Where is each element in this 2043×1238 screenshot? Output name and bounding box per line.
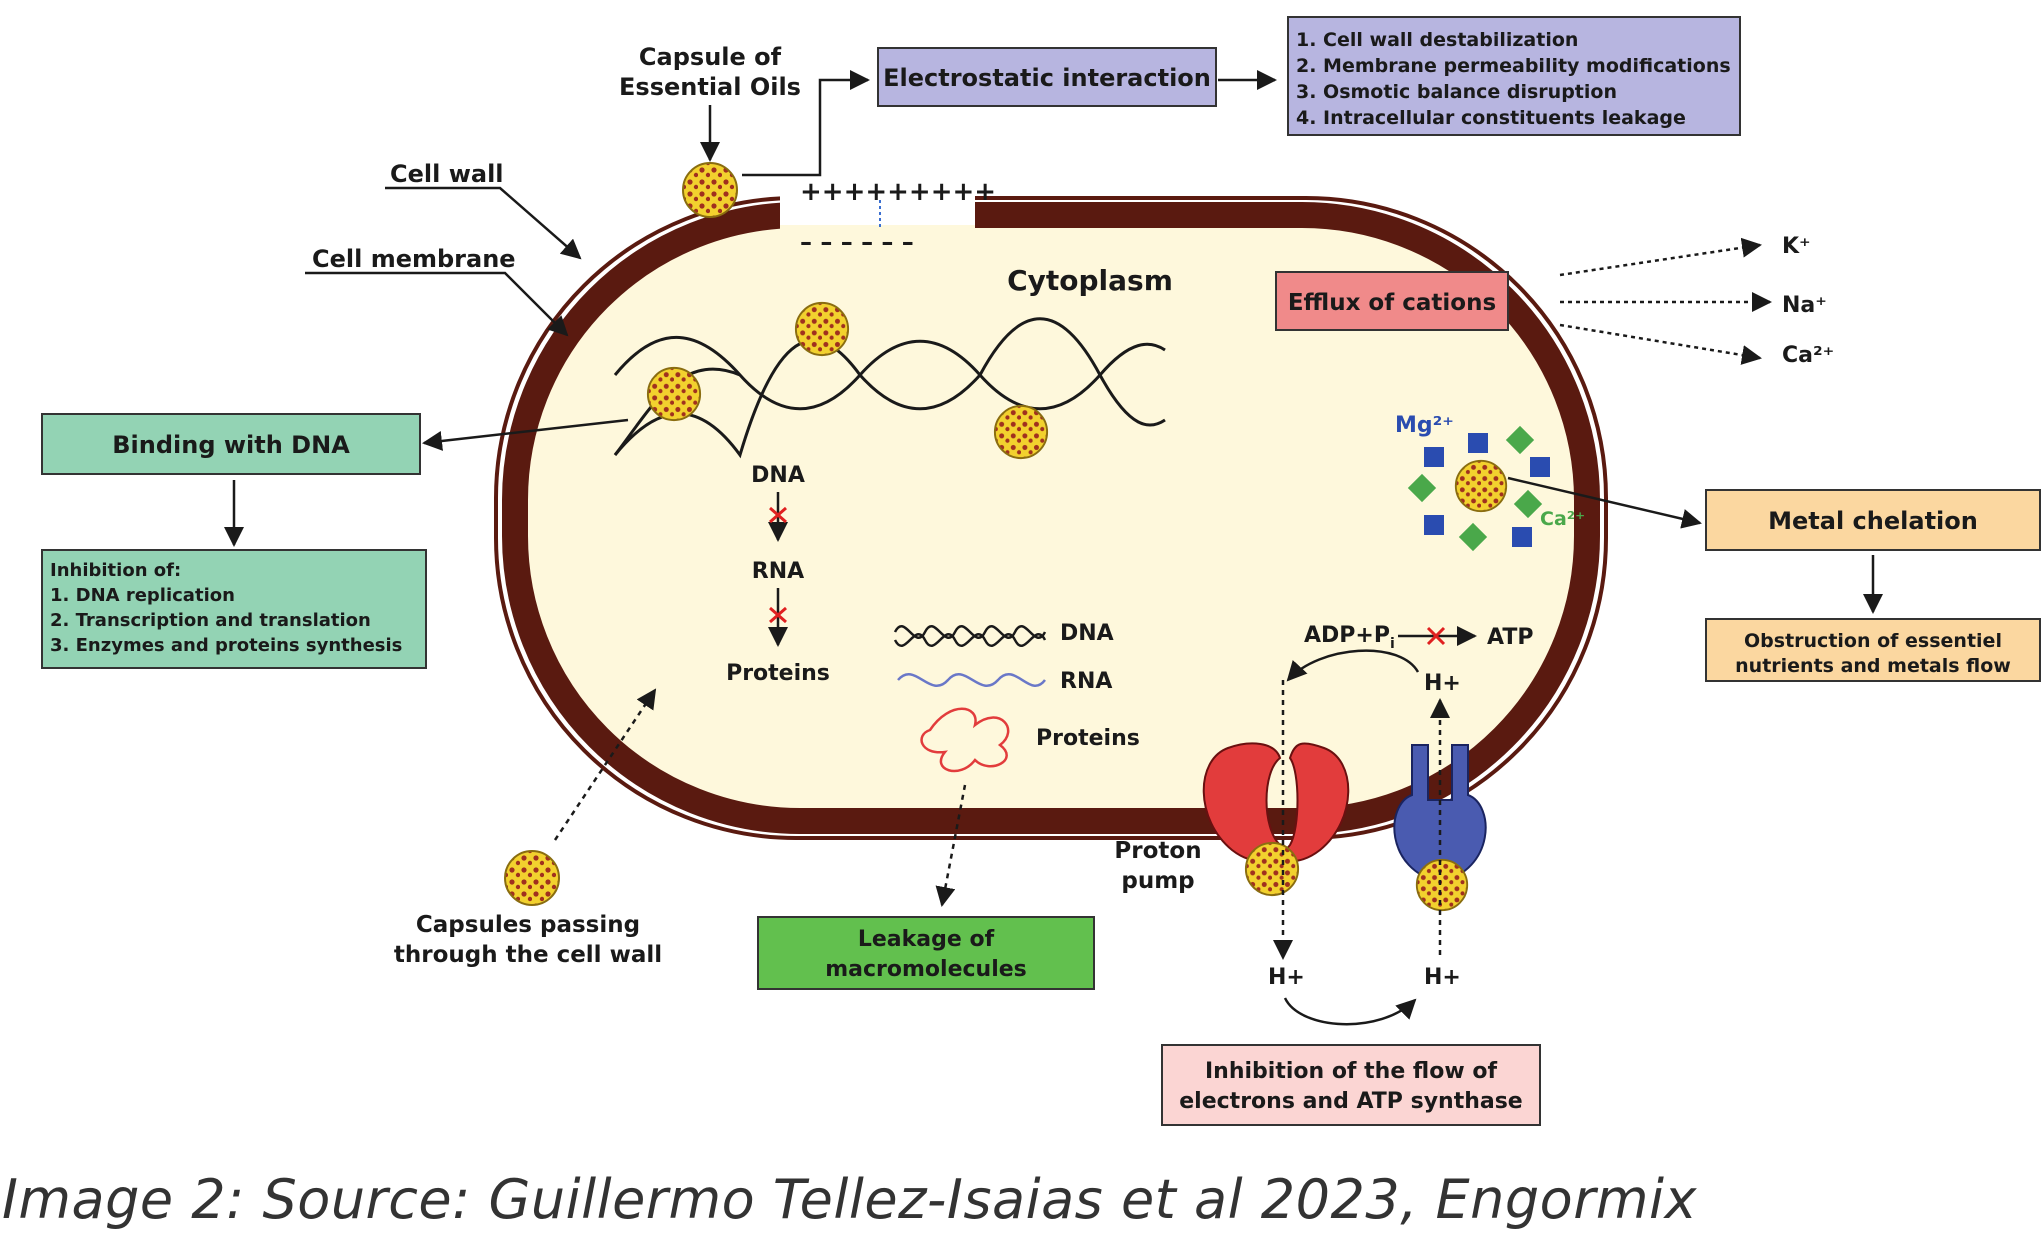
leakage-arrow [935, 784, 967, 907]
cation-ca: Ca²⁺ [1782, 343, 1834, 368]
capsule-chelation-icon [1454, 459, 1508, 513]
block-cross-icon [769, 506, 787, 524]
block-cross-icon [1426, 626, 1446, 646]
capsule-to-electrostatic-arrow [742, 70, 870, 177]
minus-signs: – – – – – – [800, 228, 914, 256]
metal-ions-cluster [1407, 425, 1550, 552]
macro-rna-label: RNA [1060, 669, 1112, 694]
diagram-canvas: +++++++++ – – – – – – Capsule of Essenti… [41, 16, 2041, 1126]
k-arrow [1559, 237, 1762, 277]
h-plus-top: H+ [1424, 671, 1461, 696]
obstruction-box [1705, 618, 2041, 682]
proton-pump-label-1: Proton [1114, 838, 1201, 864]
cell-body [494, 185, 1608, 840]
mg-label: Mg²⁺ [1395, 413, 1454, 438]
macro-dna-label: DNA [1060, 621, 1114, 646]
efflux-box [1275, 271, 1509, 331]
capsules-passing-label-2: through the cell wall [394, 942, 662, 968]
cell-membrane [502, 202, 1600, 834]
electrostatic-label: Electrostatic interaction [883, 64, 1211, 92]
cytoplasm-label: Cytoplasm [1007, 264, 1173, 297]
adp-label: ADP+Pi [1304, 623, 1395, 652]
plus-signs: +++++++++ [800, 177, 996, 207]
effect-3: 3. Osmotic balance disruption [1296, 81, 1617, 103]
atp-label: ATP [1487, 625, 1533, 650]
proton-pump-label-2: pump [1121, 868, 1194, 894]
binding-dna-label: Binding with DNA [112, 431, 350, 459]
inhibition-flow-label-2: electrons and ATP synthase [1179, 1089, 1522, 1114]
macro-protein-label: Proteins [1036, 726, 1140, 751]
obstruction-label-1: Obstruction of essentiel [1744, 630, 2002, 652]
cell-wall-pointer [385, 186, 582, 260]
capsule-synthase-icon [1415, 858, 1469, 912]
cell-membrane-label: Cell membrane [312, 245, 516, 273]
binding-dna-box [41, 413, 421, 475]
chelation-arrow [1507, 476, 1702, 529]
capsule-dna-1 [646, 366, 702, 422]
inhibition-box [41, 549, 427, 669]
capsules-passing-label-1: Capsules passing [416, 912, 640, 938]
central-rna-label: RNA [752, 559, 804, 584]
h-plus-bottom-arrow [1283, 997, 1417, 1026]
h-plus-bottom-left: H+ [1268, 965, 1305, 990]
inhibition-flow-label-1: Inhibition of the flow of [1205, 1059, 1497, 1084]
leakage-box [757, 916, 1095, 990]
cell-wall-outer [494, 196, 1608, 840]
h-plus-bottom-right: H+ [1424, 965, 1461, 990]
cation-k: K⁺ [1782, 234, 1811, 259]
electrostatic-box [877, 47, 1217, 107]
inhibition-title: Inhibition of: [50, 560, 181, 581]
central-protein-label: Proteins [726, 661, 830, 686]
capsule-passing-icon [504, 850, 560, 906]
h-plus-curve-arrow [1286, 649, 1420, 682]
leakage-label-1: Leakage of [858, 927, 995, 952]
leakage-label-2: macromolecules [825, 957, 1027, 982]
cell-wall-label: Cell wall [390, 160, 504, 188]
capsule-label-1: Capsule of [639, 43, 782, 71]
capsule-pump-icon [1244, 841, 1300, 897]
block-cross-icon [769, 606, 787, 624]
obstruction-label-2: nutrients and metals flow [1735, 655, 2011, 677]
efflux-label: Efflux of cations [1288, 290, 1496, 316]
effect-1: 1. Cell wall destabilization [1296, 29, 1578, 51]
cation-na: Na⁺ [1782, 293, 1827, 318]
image-caption: Image 2: Source: Guillermo Tellez-Isaias… [2, 1168, 1697, 1231]
cell-membrane-pointer [305, 271, 569, 337]
capsule-dna-2 [794, 301, 850, 357]
macro-dna-icon-strand [893, 632, 1047, 648]
macro-protein-icon [920, 707, 1010, 773]
capsule-passing-arrow [553, 688, 657, 841]
inhibition-item-1: 1. DNA replication [50, 585, 235, 606]
capsule-top-icon [682, 162, 738, 218]
ca-green-label: Ca²⁺ [1540, 508, 1585, 530]
metal-chelation-box [1705, 489, 2041, 551]
effect-4: 4. Intracellular constituents leakage [1296, 107, 1686, 129]
macro-rna-icon [897, 673, 1046, 687]
dna-binding-arrow [422, 418, 629, 451]
central-dna-label: DNA [751, 463, 805, 488]
wall-gap-inner [780, 225, 975, 247]
capsule-label-2: Essential Oils [619, 73, 801, 101]
ca-arrow [1559, 323, 1762, 365]
inhibition-flow-box [1161, 1044, 1541, 1126]
effect-2: 2. Membrane permeability modifications [1296, 55, 1731, 77]
metal-chelation-label: Metal chelation [1768, 507, 1978, 535]
inhibition-item-3: 3. Enzymes and proteins synthesis [50, 635, 402, 656]
effects-box [1287, 16, 1741, 136]
capsule-dna-3 [993, 404, 1049, 460]
inhibition-item-2: 2. Transcription and translation [50, 610, 371, 631]
